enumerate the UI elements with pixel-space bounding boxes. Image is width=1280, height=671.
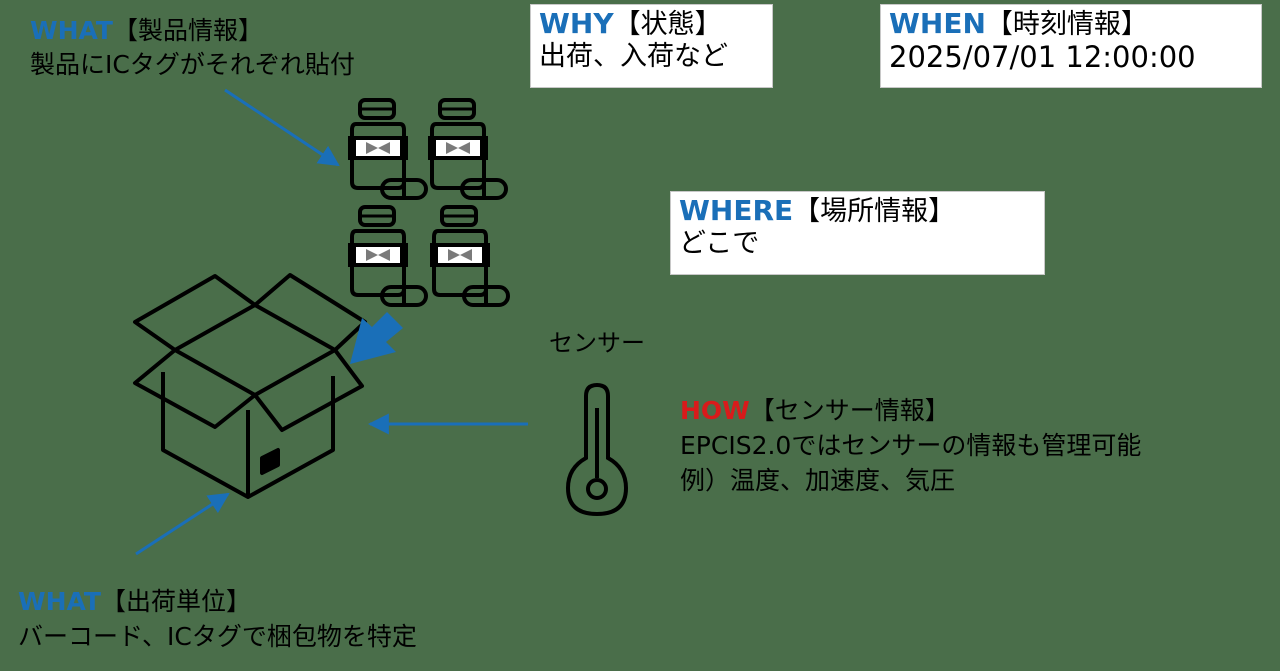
bottle-icon-4 xyxy=(428,205,510,307)
box-icon xyxy=(133,273,367,499)
when-tag: 【時刻情報】 xyxy=(985,9,1148,40)
why-keyword: WHY xyxy=(539,7,614,40)
when-box: WHEN【時刻情報】 2025/07/01 12:00:00 xyxy=(880,4,1262,88)
sensor-label: センサー xyxy=(549,329,645,357)
where-desc: どこで xyxy=(679,228,760,259)
what-shipment-label: WHAT【出荷単位】 xyxy=(18,587,251,617)
what-product-label: WHAT【製品情報】 xyxy=(30,16,263,46)
why-desc: 出荷、入荷など xyxy=(539,41,728,72)
how-tag: 【センサー情報】 xyxy=(749,396,950,425)
what-shipment-keyword: WHAT xyxy=(18,587,101,616)
arrow-bottles-to-box xyxy=(350,312,403,364)
arrow-product-to-bottles xyxy=(224,88,340,167)
why-box: WHY【状態】 出荷、入荷など xyxy=(530,4,773,88)
when-desc: 2025/07/01 12:00:00 xyxy=(889,40,1196,74)
how-keyword: HOW xyxy=(680,396,750,425)
what-product-tag: 【製品情報】 xyxy=(112,16,263,45)
what-product-keyword: WHAT xyxy=(30,16,113,45)
how-desc-2: 例）温度、加速度、気圧 xyxy=(680,466,956,495)
where-box: WHERE【場所情報】 どこで xyxy=(670,191,1045,275)
how-label: HOW【センサー情報】 xyxy=(680,396,950,426)
what-shipment-tag: 【出荷単位】 xyxy=(100,587,251,616)
how-desc-1: EPCIS2.0ではセンサーの情報も管理可能 xyxy=(680,431,1142,460)
what-shipment-desc: バーコード、ICタグで梱包物を特定 xyxy=(18,622,417,651)
arrow-shipment-to-box xyxy=(135,492,230,556)
why-tag: 【状態】 xyxy=(613,9,722,40)
when-keyword: WHEN xyxy=(889,7,986,40)
thermometer-icon xyxy=(565,382,629,517)
bottle-icon-1 xyxy=(346,98,428,200)
where-tag: 【場所情報】 xyxy=(793,196,956,227)
where-keyword: WHERE xyxy=(679,194,794,227)
bottle-icon-3 xyxy=(346,205,428,307)
bottle-icon-2 xyxy=(426,98,508,200)
what-product-desc: 製品にICタグがそれぞれ貼付 xyxy=(30,50,355,79)
